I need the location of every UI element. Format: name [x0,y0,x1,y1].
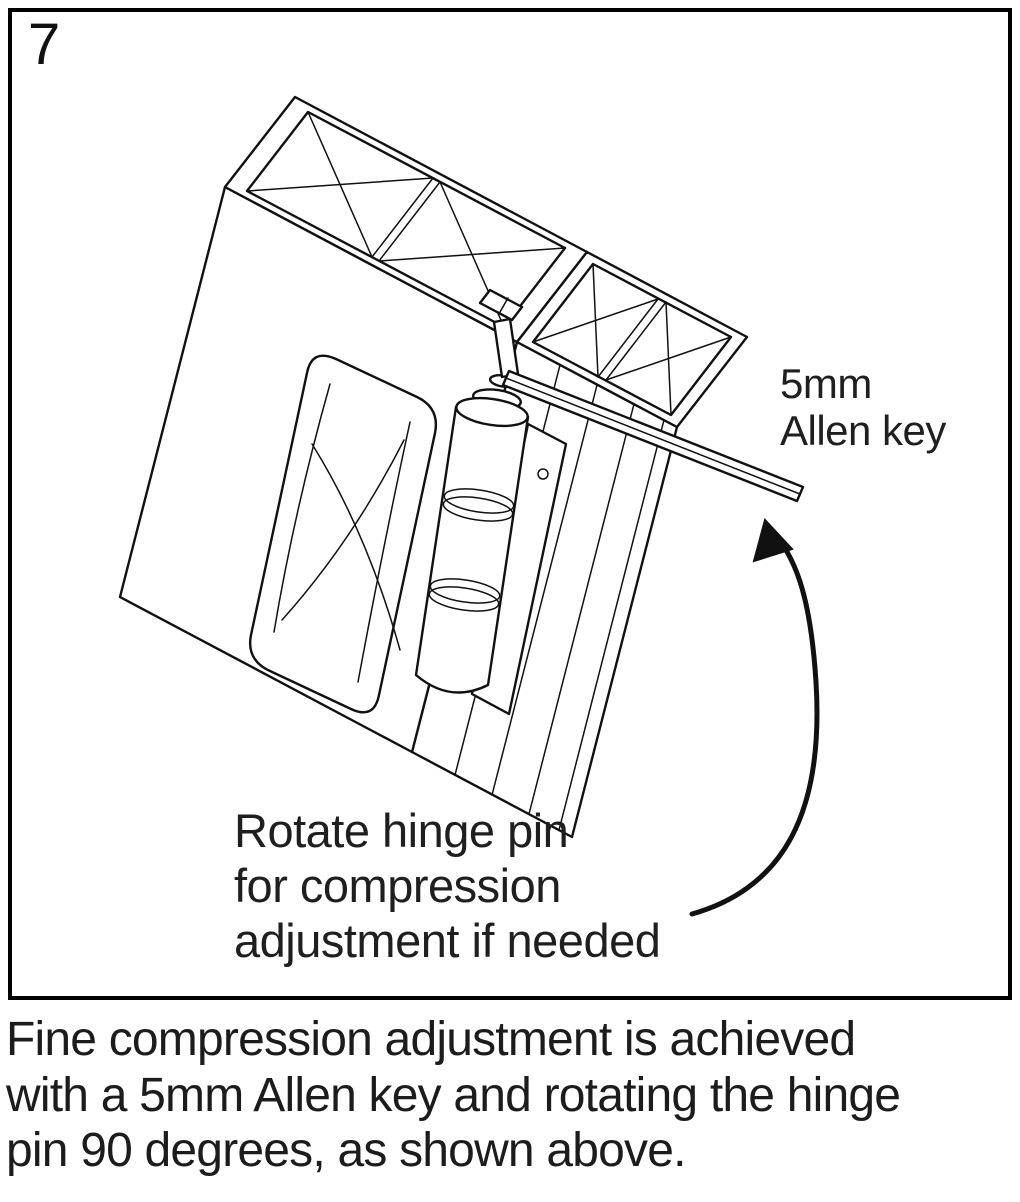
profile-interlock-detail [478,288,524,322]
right-profile-section [515,250,749,429]
hinge-barrel [414,374,530,694]
allen-key-label: 5mm Allen key [780,360,946,455]
instruction-figure: 7 5mm Allen key Rotate hinge pin for com… [8,8,1012,1000]
rotation-arrow [689,517,820,917]
step-number: 7 [28,12,61,77]
rotate-hinge-note: Rotate hinge pin for compression adjustm… [234,804,661,967]
hinge-adjustment-diagram [118,95,820,917]
figure-caption: Fine compression adjustment is achieved … [6,1013,901,1178]
allen-key [492,317,805,503]
hinge-left-leaf [249,354,438,714]
